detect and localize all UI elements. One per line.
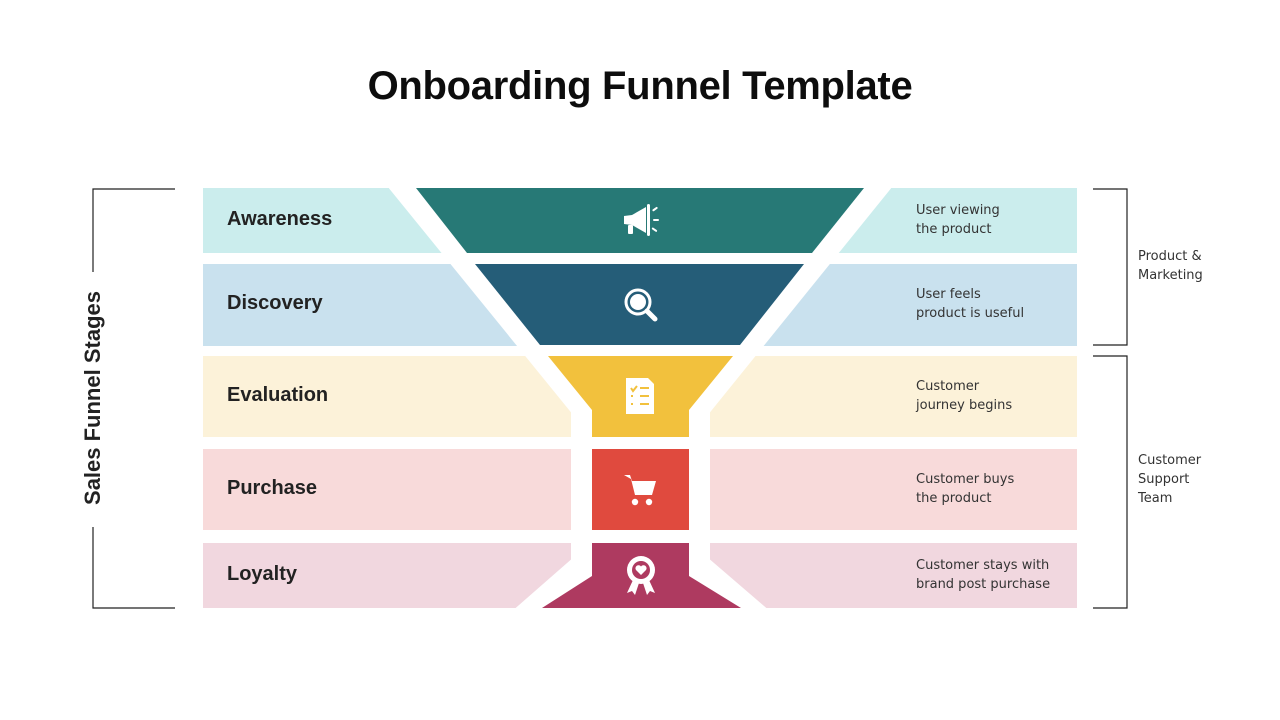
stage-label-discovery: Discovery xyxy=(227,292,323,314)
bracket-customer-support xyxy=(1093,355,1128,609)
page-title: Onboarding Funnel Template xyxy=(367,64,913,108)
stage-label-awareness: Awareness xyxy=(227,208,333,230)
sales-funnel-stages-label: Sales Funnel Stages xyxy=(80,283,106,513)
bracket-product-marketing xyxy=(1093,188,1128,346)
award-badge-icon xyxy=(627,556,655,595)
megaphone-icon xyxy=(624,204,659,236)
stage-label-loyalty: Loyalty xyxy=(227,563,298,585)
stage-label-purchase: Purchase xyxy=(227,477,318,499)
group-label-product-marketing: Product &Marketing xyxy=(1138,249,1203,283)
stage-label-evaluation: Evaluation xyxy=(227,384,329,406)
checklist-icon xyxy=(626,378,654,414)
shopping-cart-icon xyxy=(624,475,656,506)
magnifier-icon xyxy=(624,288,658,322)
left-bracket xyxy=(92,188,175,609)
